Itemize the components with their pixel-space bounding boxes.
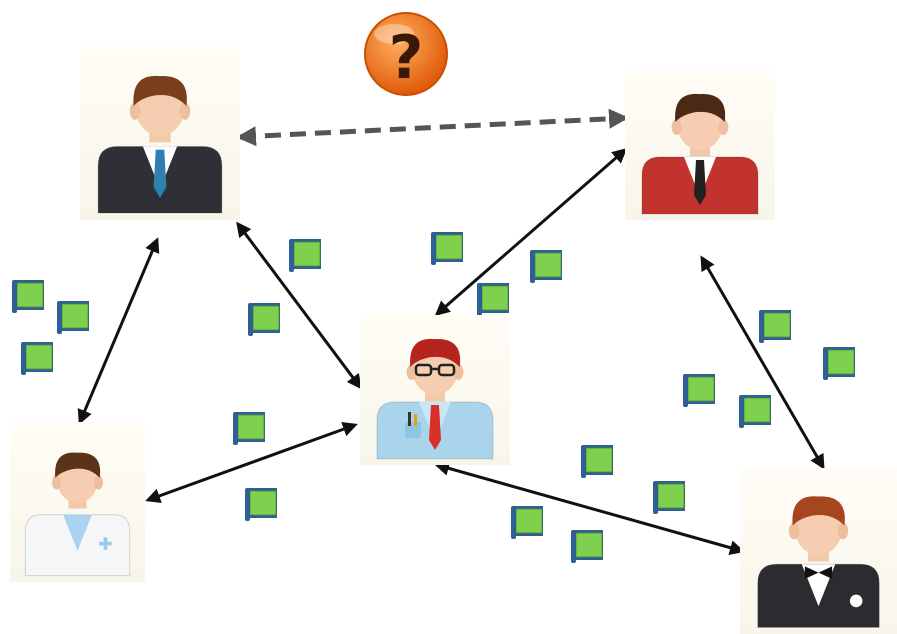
data-token-icon [759, 310, 791, 343]
link-red-sweater-man-to-center-glasses-man [434, 148, 628, 316]
link-center-glasses-man-to-tuxedo-man [434, 461, 745, 555]
data-token-icon [477, 283, 509, 316]
doctor-avatar-icon [10, 422, 145, 582]
data-token-icon [248, 303, 280, 336]
data-token-icon [12, 280, 44, 313]
data-token-icon [233, 412, 265, 445]
question-mark-icon: ? [364, 12, 448, 96]
data-token-icon [57, 301, 89, 334]
red-sweater-man-avatar-icon [625, 70, 775, 220]
data-token-icon [823, 347, 855, 380]
data-token-icon [530, 250, 562, 283]
center-glasses-man-avatar-icon [360, 315, 510, 465]
link-businessman-left-to-center-glasses-man [236, 221, 362, 390]
data-token-icon [21, 342, 53, 375]
question-glyph: ? [389, 23, 424, 93]
data-token-icon [739, 395, 771, 428]
link-doctor-to-center-glasses-man [145, 422, 358, 503]
data-token-icon [289, 239, 321, 272]
data-token-icon [245, 488, 277, 521]
data-token-icon [581, 445, 613, 478]
data-token-icon [431, 232, 463, 265]
data-token-icon [571, 530, 603, 563]
tokens-layer [12, 232, 855, 563]
link-businessman-left-to-doctor [77, 237, 160, 425]
link-red-sweater-man-to-tuxedo-man [700, 255, 825, 470]
tuxedo-man-avatar-icon [740, 468, 897, 634]
links-layer [77, 108, 825, 555]
people-layer [10, 45, 897, 634]
data-token-icon [511, 506, 543, 539]
data-token-icon [653, 481, 685, 514]
data-token-icon [683, 374, 715, 407]
businessman-left-avatar-icon [80, 45, 240, 220]
link-businessman-left-to-red-sweater-man [236, 108, 629, 147]
